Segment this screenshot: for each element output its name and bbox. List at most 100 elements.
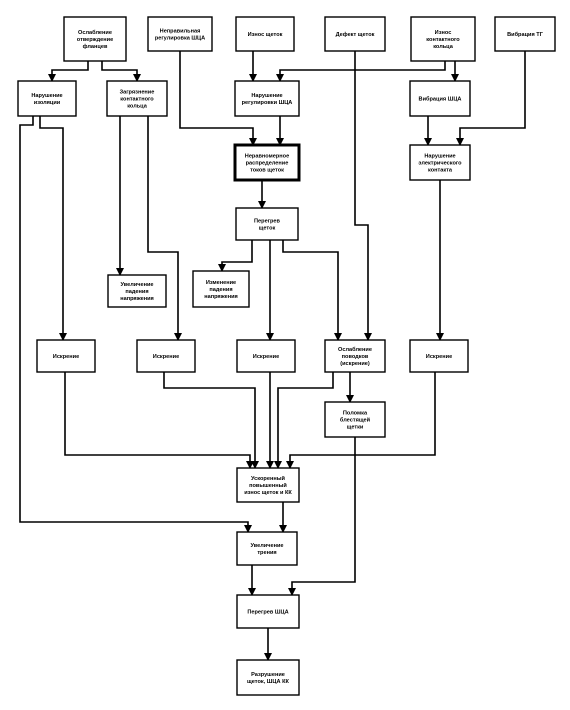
node-n20: Искрение [409,339,469,373]
node-label-line: токов щеток [250,168,284,174]
edge-n1-n8 [101,61,141,82]
flowchart-nodes: ОслаблениеотверждениефланцевНеправильная… [17,16,556,696]
node-label-line: износ щеток и КК [244,490,292,496]
node-label-line: Загрязнение [120,90,155,96]
flowchart-edges [19,51,526,661]
node-box [235,207,299,241]
node-box [324,401,386,438]
edge-n4-n19 [354,51,372,341]
edge-n8-n17 [147,116,182,341]
node-n16: Искрение [36,339,96,373]
node-label-line: Вибрация ТГ [507,31,544,38]
node-label-line: Искрение [153,354,179,360]
node-label-line: повышенный [249,482,287,489]
node-label-line: Увеличение [250,543,283,549]
edge-n21-n24 [288,437,356,596]
node-box [136,339,196,373]
node-label-line: Ослабление [78,29,112,36]
node-label-line: Неправильная [160,29,201,35]
node-label-line: блестящей [340,417,371,424]
node-n17: Искрение [136,339,196,373]
node-box [17,80,77,117]
node-label-line: Искрение [426,354,452,360]
edge-n13-n19 [282,240,342,341]
node-box [236,594,300,629]
node-label-line: Искрение [53,354,79,360]
node-n24: Перегрев ШЦА [236,594,300,629]
node-label-line: фланцев [83,43,108,50]
node-box [409,144,471,181]
node-box [236,339,296,373]
node-label-line: поводков [342,354,369,360]
node-label-line: распределение [246,161,289,167]
node-label-line: регулировки ШЦА [242,100,293,106]
node-label-line: Перегрев ШЦА [247,610,288,616]
node-label-line: Изменение [206,280,236,286]
node-box [235,16,295,52]
node-label-line: Дефект щеток [336,31,375,38]
node-label-line: Поломка [343,411,368,417]
node-n18: Искрение [236,339,296,373]
edge-n7-n23 [19,116,252,533]
node-label-line: кольца [127,104,148,110]
node-n10: Вибрация ШЦА [409,80,471,117]
node-label-line: контакта [428,168,453,174]
node-box [233,143,301,182]
edge-n5-n9 [276,61,446,82]
node-box [236,531,298,566]
node-label-line: падения [209,287,232,293]
node-box [234,80,300,117]
node-label-line: Нарушение [251,93,282,99]
node-n6: Вибрация ТГ [494,16,556,52]
node-label-line: Нарушение [31,93,62,99]
edge-n16-n22 [64,372,254,469]
node-box [494,16,556,52]
edge-n6-n12 [456,51,526,146]
node-n3: Износ щеток [235,16,295,52]
node-label-line: контактного [120,97,154,103]
edge-n13-n15 [218,240,253,272]
edge-n7-n16 [39,116,67,341]
node-label-line: Вибрация ШЦА [419,96,462,103]
node-label-line: (искрение) [340,361,370,367]
node-label-line: Неравномерное [245,154,289,160]
node-box [147,16,213,52]
node-box [409,80,471,117]
node-label-line: кольца [433,44,454,50]
node-label-line: контактного [426,37,460,43]
node-label-line: Разрушение [251,672,285,678]
node-label-line: щеток [259,226,276,232]
node-box [236,659,300,696]
node-label-line: Нарушение [424,154,455,160]
node-label-line: Ослабление [338,346,372,353]
node-label-line: регулировка ШЦА [155,36,205,42]
node-label-line: электрического [418,161,462,167]
edge-n19-n22 [274,372,334,469]
node-label-line: щетки [347,425,364,431]
node-box [324,16,386,52]
edge-n20-n22 [286,372,436,469]
node-box [236,467,300,503]
node-box [63,16,127,62]
node-label-line: напряжения [120,296,154,302]
node-n4: Дефект щеток [324,16,386,52]
node-label-line: отверждение [77,37,113,43]
edge-n2-n11 [179,51,257,146]
node-box [324,339,386,373]
node-box [106,80,168,117]
node-box [192,270,250,308]
